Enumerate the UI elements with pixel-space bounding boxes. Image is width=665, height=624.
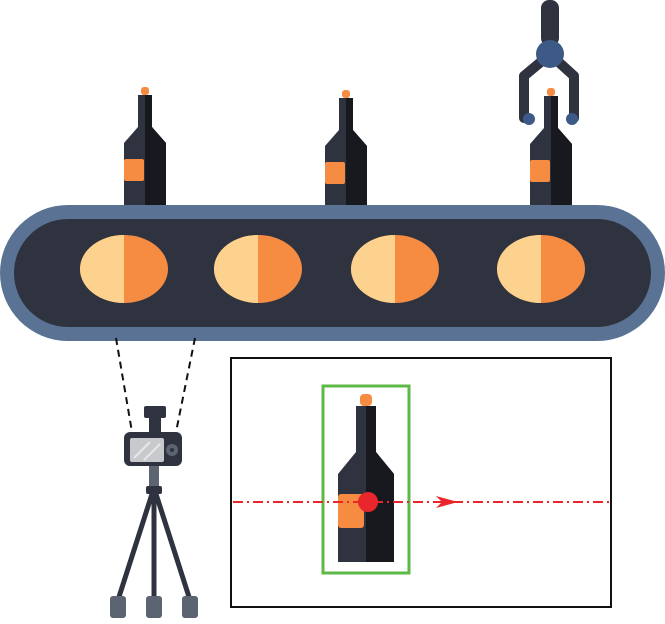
tripod-foot-left: [110, 596, 126, 618]
pulley-1: [80, 235, 168, 303]
gripper-right-tip: [566, 113, 578, 125]
tripod-foot-center: [146, 596, 162, 618]
tripod-foot-right: [182, 596, 198, 618]
camera-screen: [130, 438, 164, 462]
pulley-3: [351, 235, 439, 303]
detection-bounding-box: [321, 384, 411, 575]
camera-top: [144, 406, 166, 418]
gripper-left-tip: [523, 113, 535, 125]
detection-frame: [230, 357, 612, 608]
belt-inner: [14, 219, 651, 327]
bottle-3: [530, 88, 572, 206]
camera-icon: [124, 406, 182, 466]
bottle-1: [124, 87, 166, 205]
camera-view-lines: [115, 337, 196, 433]
gripper-joint: [536, 40, 564, 68]
gripper-shaft: [541, 0, 559, 46]
detection-centroid: [358, 492, 378, 512]
conveyor-belt: [0, 205, 665, 341]
detection-view: [230, 357, 612, 608]
bottle-2: [325, 90, 367, 208]
robot-gripper-icon: [519, 0, 579, 125]
tripod-icon: [110, 462, 198, 618]
pulley-4: [497, 235, 585, 303]
pulley-2: [214, 235, 302, 303]
arrow-right-icon: [436, 496, 458, 508]
